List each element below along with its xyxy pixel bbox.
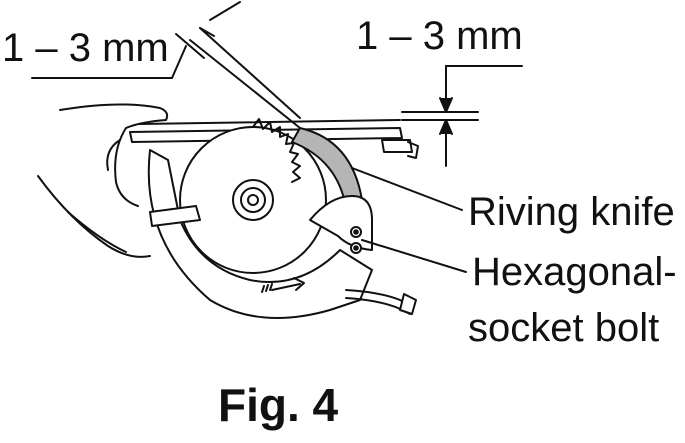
direction-arrow <box>261 277 305 293</box>
dimension-label-right: 1 – 3 mm <box>356 14 523 58</box>
arbor-flange <box>232 179 274 221</box>
hexagonal-socket-bolt <box>350 226 362 254</box>
dimension-label-left: 1 – 3 mm <box>2 26 169 70</box>
leader-hexagonal-bolt <box>361 239 467 273</box>
dimension-right-lines <box>401 65 523 167</box>
riving-knife-label: Riving knife <box>468 190 675 234</box>
dimension-left-lines <box>31 1 301 129</box>
hand <box>37 103 169 258</box>
leader-riving-knife <box>351 167 463 211</box>
power-cord <box>345 289 417 315</box>
hexagonal-bolt-label-line2: socket bolt <box>468 306 660 350</box>
hexagonal-bolt-label-line1: Hexagonal- <box>472 250 677 294</box>
figure-caption: Fig. 4 <box>218 379 339 431</box>
clamp-lever <box>149 205 201 227</box>
lower-guard <box>147 149 373 319</box>
